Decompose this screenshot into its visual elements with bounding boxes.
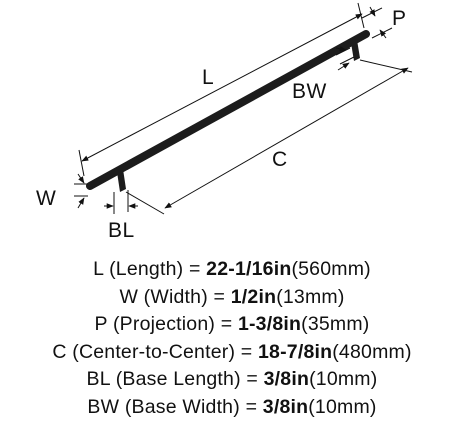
label-base-width: BW — [292, 80, 327, 103]
label-base-length: BL — [108, 219, 135, 242]
handle-dimension-diagram: L P BW C W BL — [36, 2, 413, 242]
base-length-dimension — [104, 190, 138, 214]
label-width: W — [36, 187, 56, 210]
spec-base-length: BL (Base Length) = 3/8in(10mm) — [86, 368, 378, 390]
center-to-center-dimension — [125, 59, 413, 215]
label-length: L — [202, 66, 214, 89]
bar-pull-handle — [86, 30, 370, 192]
dimension-spec-list: L (Length) = 22-1/16in(560mm) W (Width) … — [0, 256, 464, 421]
width-dimension — [74, 173, 88, 209]
spec-base-width: BW (Base Width) = 3/8in(10mm) — [87, 395, 377, 418]
spec-center-to-center: C (Center-to-Center) = 18-7/8in(480mm) — [52, 340, 412, 363]
spec-projection: P (Projection) = 1-3/8in(35mm) — [94, 313, 370, 335]
label-center-to-center: C — [272, 148, 288, 171]
spec-length: L (Length) = 22-1/16in(560mm) — [93, 258, 371, 280]
label-projection: P — [392, 7, 407, 30]
spec-width: W (Width) = 1/2in(13mm) — [119, 285, 345, 308]
projection-dimension — [361, 6, 393, 39]
